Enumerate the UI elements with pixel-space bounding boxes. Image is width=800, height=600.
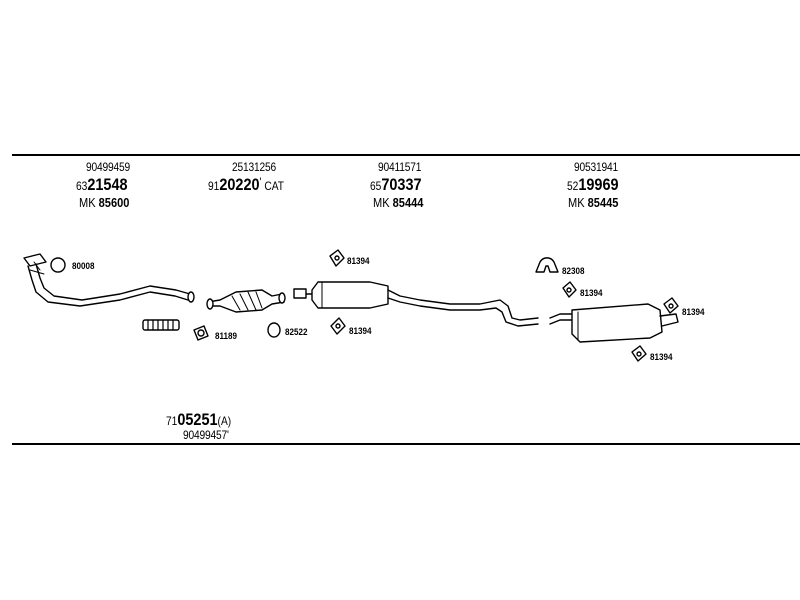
catalytic-converter [206,289,286,313]
group1-part-number: 6321548 [76,176,128,193]
group1-mk-prefix: MK [79,195,96,210]
group3-mk-number: MK 85444 [373,196,423,209]
ref-81394-a: 81394 [347,256,370,267]
group4-part-number: 5219969 [567,176,619,193]
rear-silencer [549,303,679,343]
ref-81394-d: 81394 [682,307,705,318]
bottom-part-main: 05251 [177,410,218,429]
bottom-part-suffix: (A) [217,414,232,428]
ref-80008: 80008 [72,261,95,272]
group4-part-main: 19969 [578,175,619,194]
front-pipe [23,253,195,307]
group3-part-prefix: 65 [370,179,382,193]
flex-pipe [142,319,180,331]
group3-mk-prefix: MK [373,195,390,210]
ref-81189: 81189 [215,331,238,342]
ref-81394-c: 81394 [580,288,603,299]
bottom-part-prefix: 71 [166,414,178,428]
group4-mk-num: 85445 [587,195,619,210]
group3-part-main: 70337 [381,175,422,194]
group4-oe-number: 90531941 [574,160,619,174]
group1-oe-number: 90499459 [86,160,131,174]
group4-mk-prefix: MK [568,195,585,210]
ref-81394-b: 81394 [349,326,372,337]
group2-part-suffix: ' [259,175,265,189]
bottom-part-number: 7105251(A) [166,411,231,428]
group2-part-number: 9120220' CAT [208,176,284,193]
group1-mk-number: MK 85600 [79,196,129,209]
group1-part-prefix: 63 [76,179,88,193]
top-rule [12,154,800,156]
bottom-oe-number: 90499457' [183,429,229,441]
group3-oe-number: 90411571 [378,160,422,174]
gasket-80008-icon [50,257,66,273]
bottom-oe-tick: ' [227,428,229,442]
group2-part-main: 20220 [219,175,260,194]
bottom-rule [12,443,800,445]
group2-oe-number: 25131256 [232,160,277,174]
ref-82522: 82522 [285,327,308,338]
group3-part-number: 6570337 [370,176,422,193]
group4-mk-number: MK 85445 [568,196,618,209]
group4-part-prefix: 52 [567,179,579,193]
clamp-82308-icon [535,257,559,273]
ref-82308: 82308 [562,266,585,277]
bottom-oe-value: 90499457 [183,428,228,442]
group1-mk-num: 85600 [98,195,130,210]
group1-part-main: 21548 [87,175,128,194]
middle-silencer [293,281,539,327]
group3-mk-num: 85444 [392,195,424,210]
group2-part-prefix: 91 [208,179,220,193]
gasket-82522-icon [267,322,281,338]
ref-81394-e: 81394 [650,352,673,363]
group2-cat-label: CAT [264,179,284,193]
